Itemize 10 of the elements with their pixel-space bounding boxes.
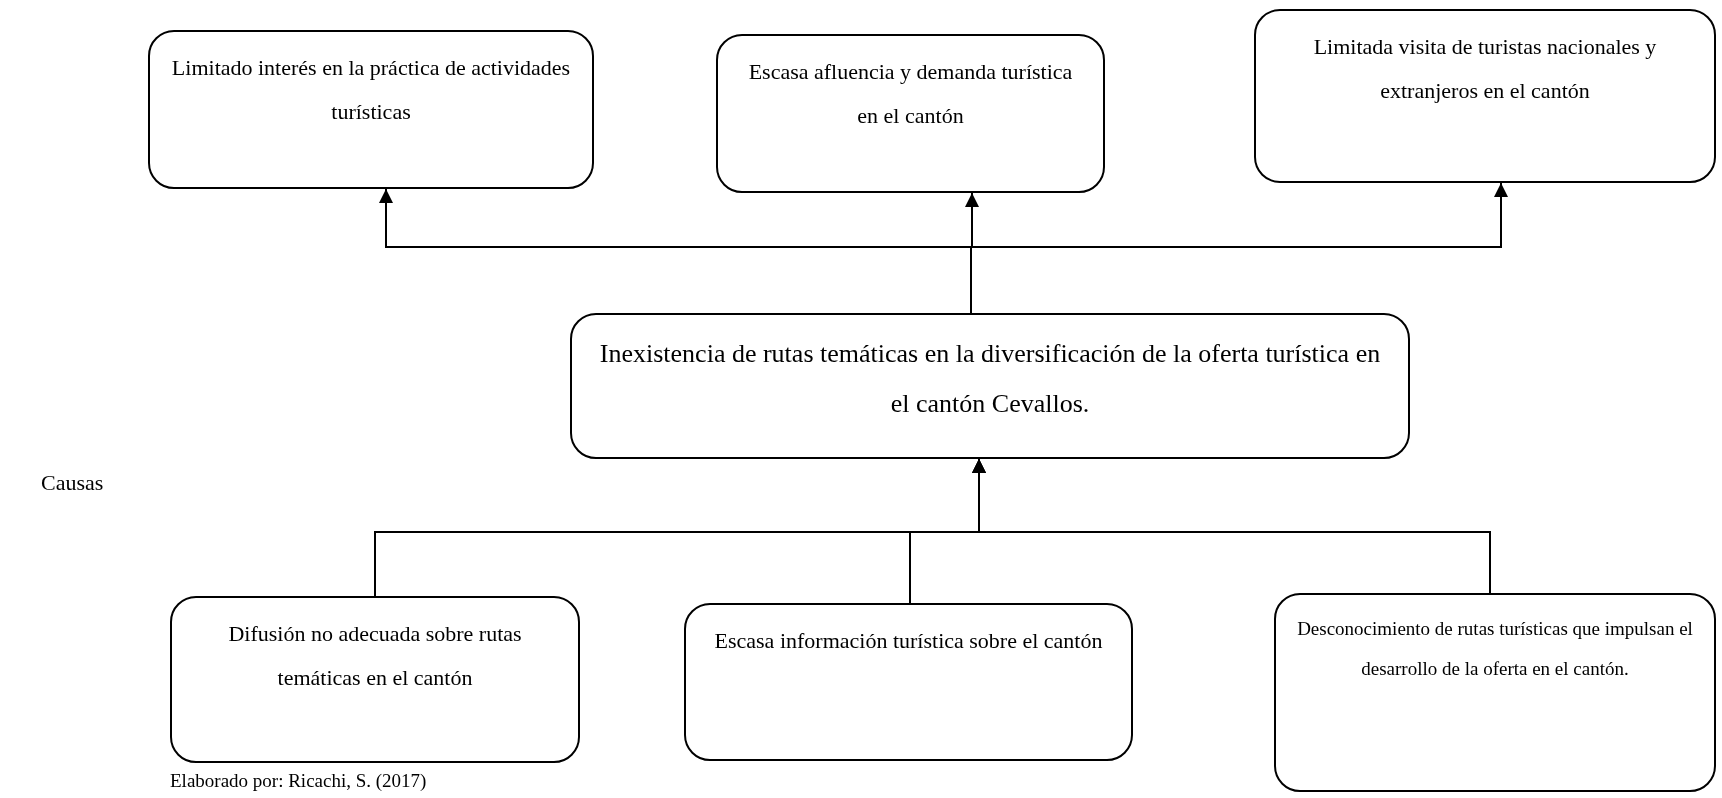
text-box: Difusión no adecuada sobre rutas temáticas en el cantón [170,596,580,763]
caption: Elaborado por: Ricachi, S. (2017) [170,770,427,792]
section-label: Causas [41,470,104,496]
text-box: Limitada visita de turistas nacionales y extranjeros en el cantón [1254,9,1716,183]
text-box: Desconocimiento de rutas turísticas que impulsan el desarrollo de la oferta en el cantón. [1274,593,1716,792]
text-box: Limitado interés en la práctica de actividades turísticas [148,30,594,189]
arrow [972,458,1491,594]
text-box: Escasa afluencia y demanda turística en el cantón [716,34,1105,193]
text-box: Escasa información turística sobre el cantón [684,603,1133,761]
text-box: Inexistencia de rutas temáticas en la diversificación de la oferta turística en el cantón Cevallos. [570,313,1410,459]
